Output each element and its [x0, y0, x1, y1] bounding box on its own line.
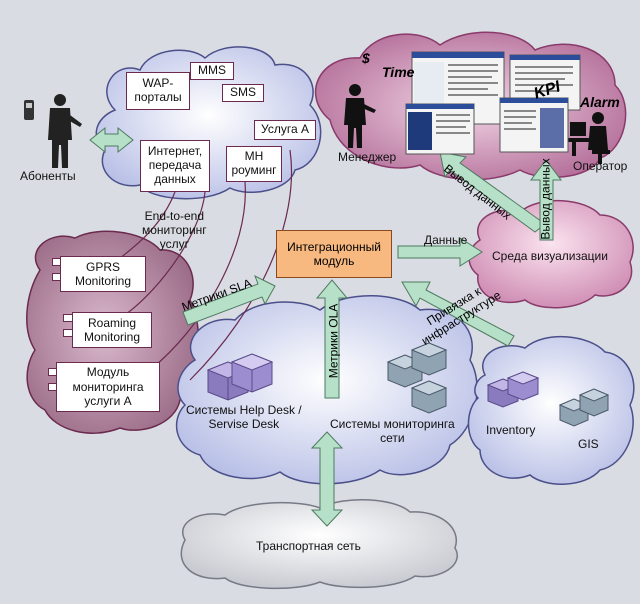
inventory-cloud [467, 335, 635, 485]
helpdesk-cubes-icon [206, 353, 274, 401]
operator-label: Оператор [573, 159, 628, 173]
operator-person-icon [566, 112, 610, 164]
subscriber-person-icon [48, 94, 82, 168]
arrows [89, 126, 562, 527]
service-a-box: Услуга А [254, 120, 316, 140]
dashboard-screenshots [405, 51, 581, 155]
helpdesk-systems-label: Системы Help Desk / Servise Desk [186, 403, 302, 431]
gis-label: GIS [578, 437, 599, 451]
end-to-end-label: End-to-end мониторинг услуг [142, 209, 207, 251]
time-label: Time [382, 64, 415, 80]
service-sms-box: SMS [222, 84, 264, 102]
manager-label: Менеджер [338, 150, 397, 164]
integration-module-box: Интеграционный модуль [276, 230, 392, 278]
dollar-label: $ [362, 50, 370, 66]
module-service-a-box: Модуль мониторинга услуги А [56, 362, 160, 412]
ola-metrics-label: Метрики OLA [326, 303, 341, 379]
module-roaming-box: Roaming Monitoring [72, 312, 152, 348]
service-mms-box: MMS [190, 62, 234, 80]
gis-cubes-icon [558, 388, 610, 427]
network-monitoring-label: Системы мониторинга сети [330, 417, 455, 445]
output-data-label-2: Вывод данных [538, 158, 553, 240]
netmon-cubes-icon [386, 342, 448, 414]
inventory-cubes-icon [486, 371, 540, 408]
service-roaming-box: МН роуминг [226, 146, 282, 182]
service-internet-box: Интернет, передача данных [140, 140, 210, 192]
transport-cloud [180, 499, 458, 590]
mobile-phone-icon [24, 100, 34, 120]
visualization-label: Среда визуализации [492, 249, 608, 263]
data-label: Данные [424, 233, 468, 247]
transport-network-label: Транспортная сеть [256, 539, 361, 553]
inventory-label: Inventory [486, 423, 536, 437]
alarm-label: Alarm [580, 94, 620, 110]
visualization-cloud [468, 200, 634, 309]
module-gprs-box: GPRS Monitoring [60, 256, 146, 292]
service-wap-box: WAP- порталы [126, 72, 190, 110]
manager-person-icon [344, 84, 376, 148]
subscribers-label: Абоненты [20, 169, 76, 183]
